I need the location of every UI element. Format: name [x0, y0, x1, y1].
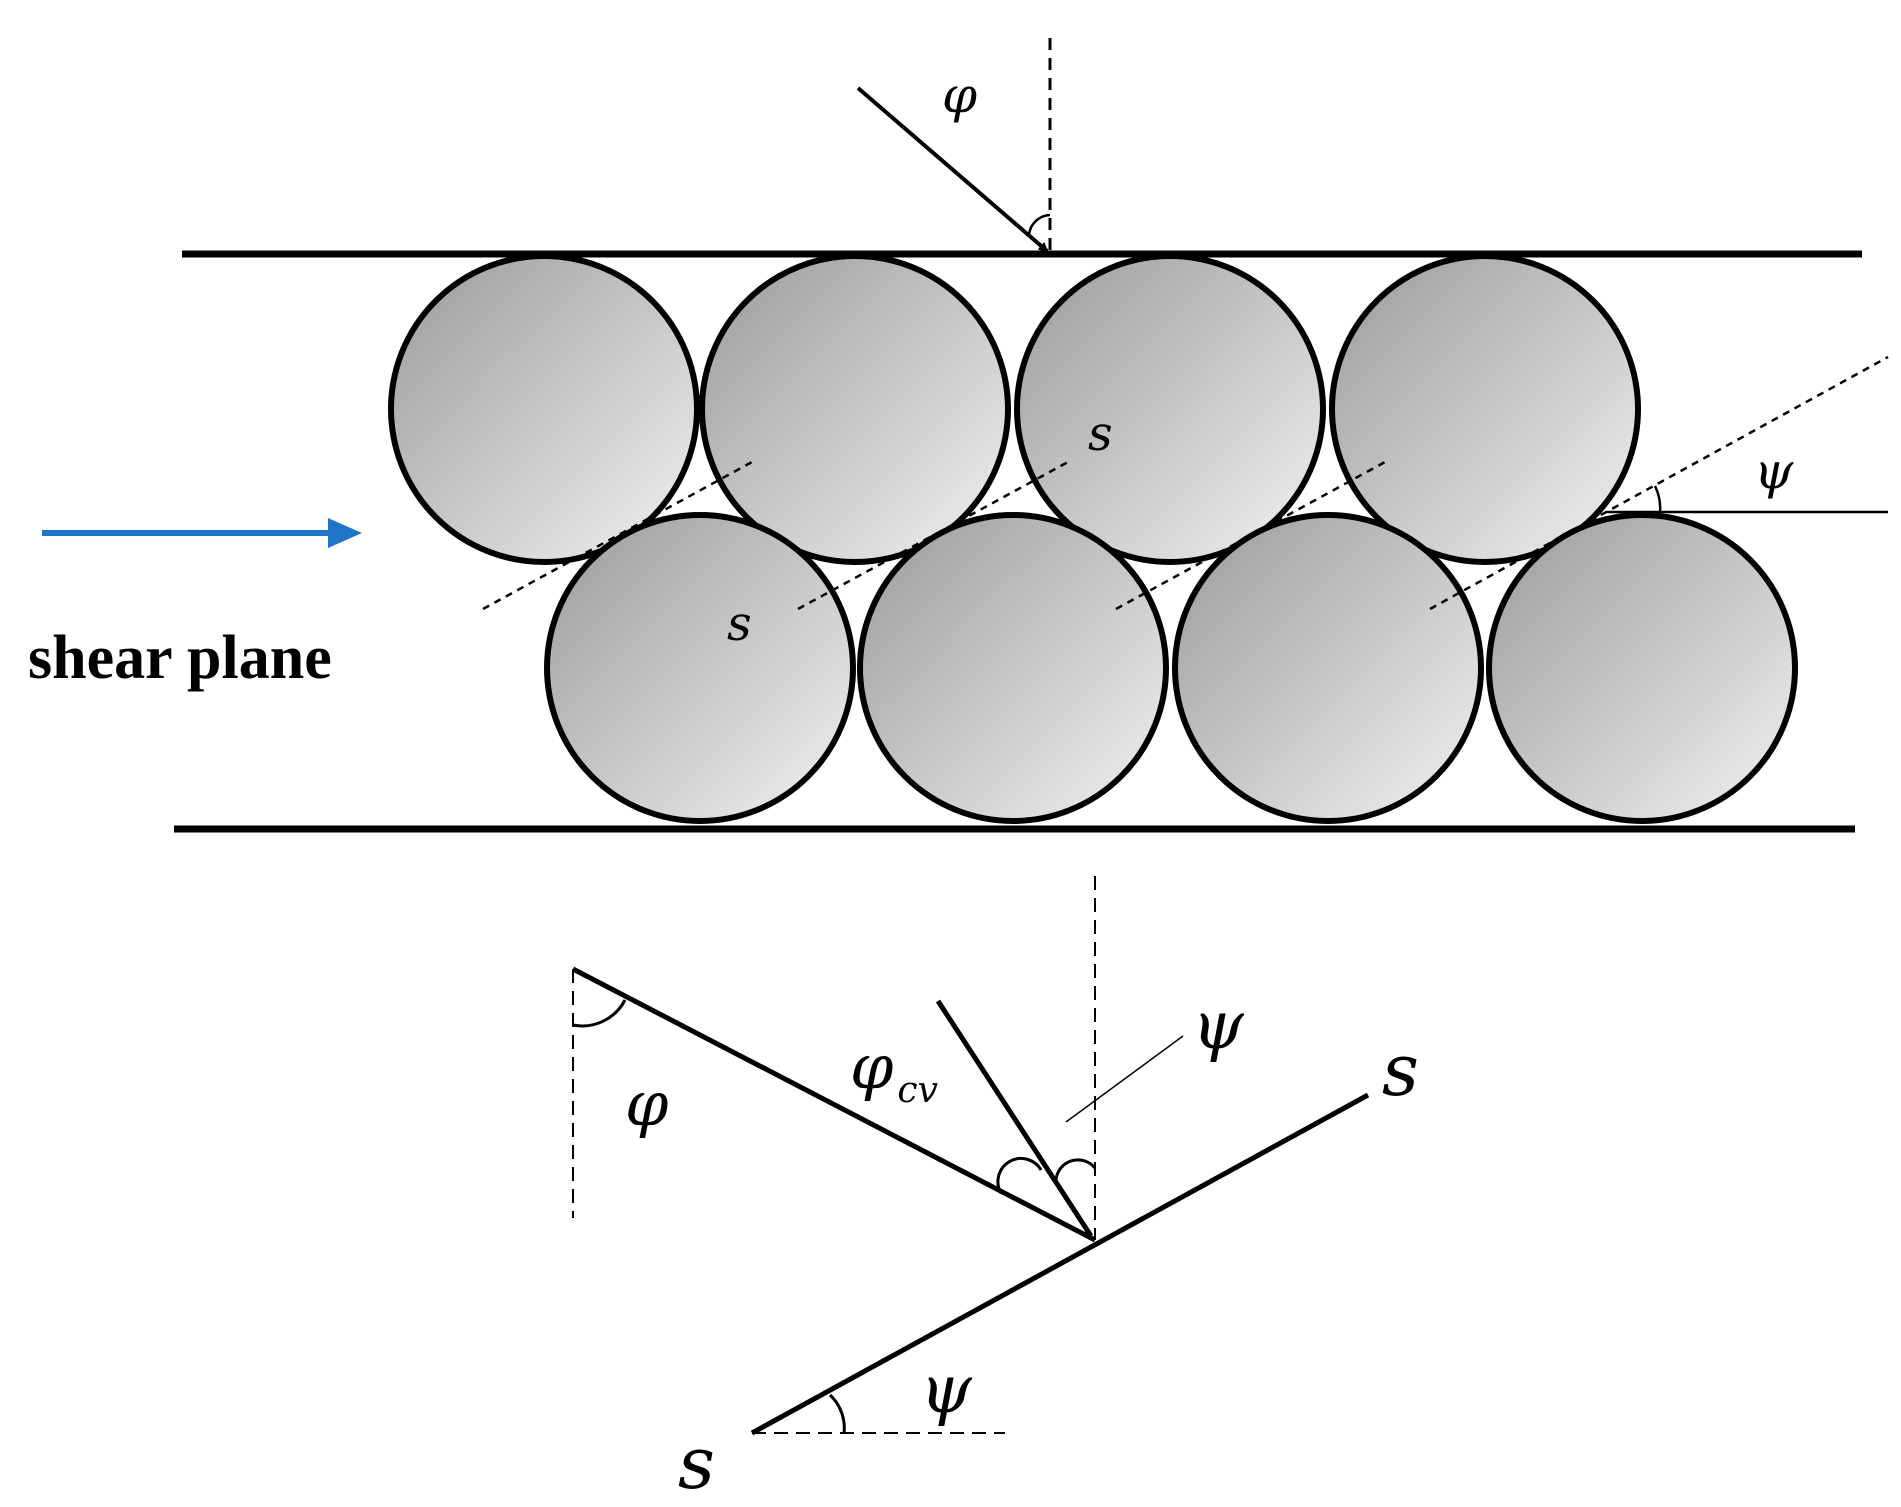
psi-angle-arc-upper — [1054, 1158, 1097, 1181]
particle — [544, 512, 856, 824]
psi-leader-line — [1065, 1035, 1184, 1123]
s-label-bottom-left: s — [678, 1421, 715, 1505]
phi-label-top: φ — [942, 66, 977, 124]
s-label-bottom-right: s — [1382, 1028, 1419, 1112]
load-arrow — [856, 86, 1049, 253]
particle — [1014, 253, 1326, 565]
phi-label-bottom: φ — [625, 1067, 669, 1140]
phi-angle-arc-bottom — [572, 999, 627, 1028]
upper-particle-row — [388, 253, 1641, 565]
shear-plane-label: shear plane — [28, 624, 332, 692]
particle — [1329, 253, 1641, 565]
sliding-line — [1429, 355, 1889, 611]
phi-cv-line — [571, 966, 1097, 1243]
shear-direction-arrowhead — [328, 518, 362, 548]
particle — [388, 253, 700, 565]
sliding-lines — [482, 355, 1889, 611]
phi-cv-subscript: cv — [897, 1070, 938, 1111]
psi-label-lower: ψ — [920, 1351, 973, 1428]
resultant-force-line — [935, 999, 1094, 1238]
particle — [857, 512, 1169, 824]
particle — [1172, 512, 1484, 824]
psi-angle-arc-lower — [828, 1393, 846, 1434]
phi-cv-main: φ — [850, 1030, 894, 1103]
lower-particle-row — [544, 512, 1798, 824]
particle — [699, 253, 1011, 565]
phi-cv-angle-arc — [996, 1156, 1043, 1194]
psi-angle-arc-top — [1653, 485, 1662, 513]
s-label-lower: s — [727, 596, 752, 652]
particle — [1486, 512, 1798, 824]
psi-label-upper: ψ — [1192, 987, 1245, 1064]
sliding-plane-line — [750, 1092, 1370, 1436]
phi-angle-arc-top — [1027, 213, 1051, 236]
psi-label-top: ψ — [1754, 442, 1794, 500]
s-label-upper: s — [1088, 406, 1113, 462]
